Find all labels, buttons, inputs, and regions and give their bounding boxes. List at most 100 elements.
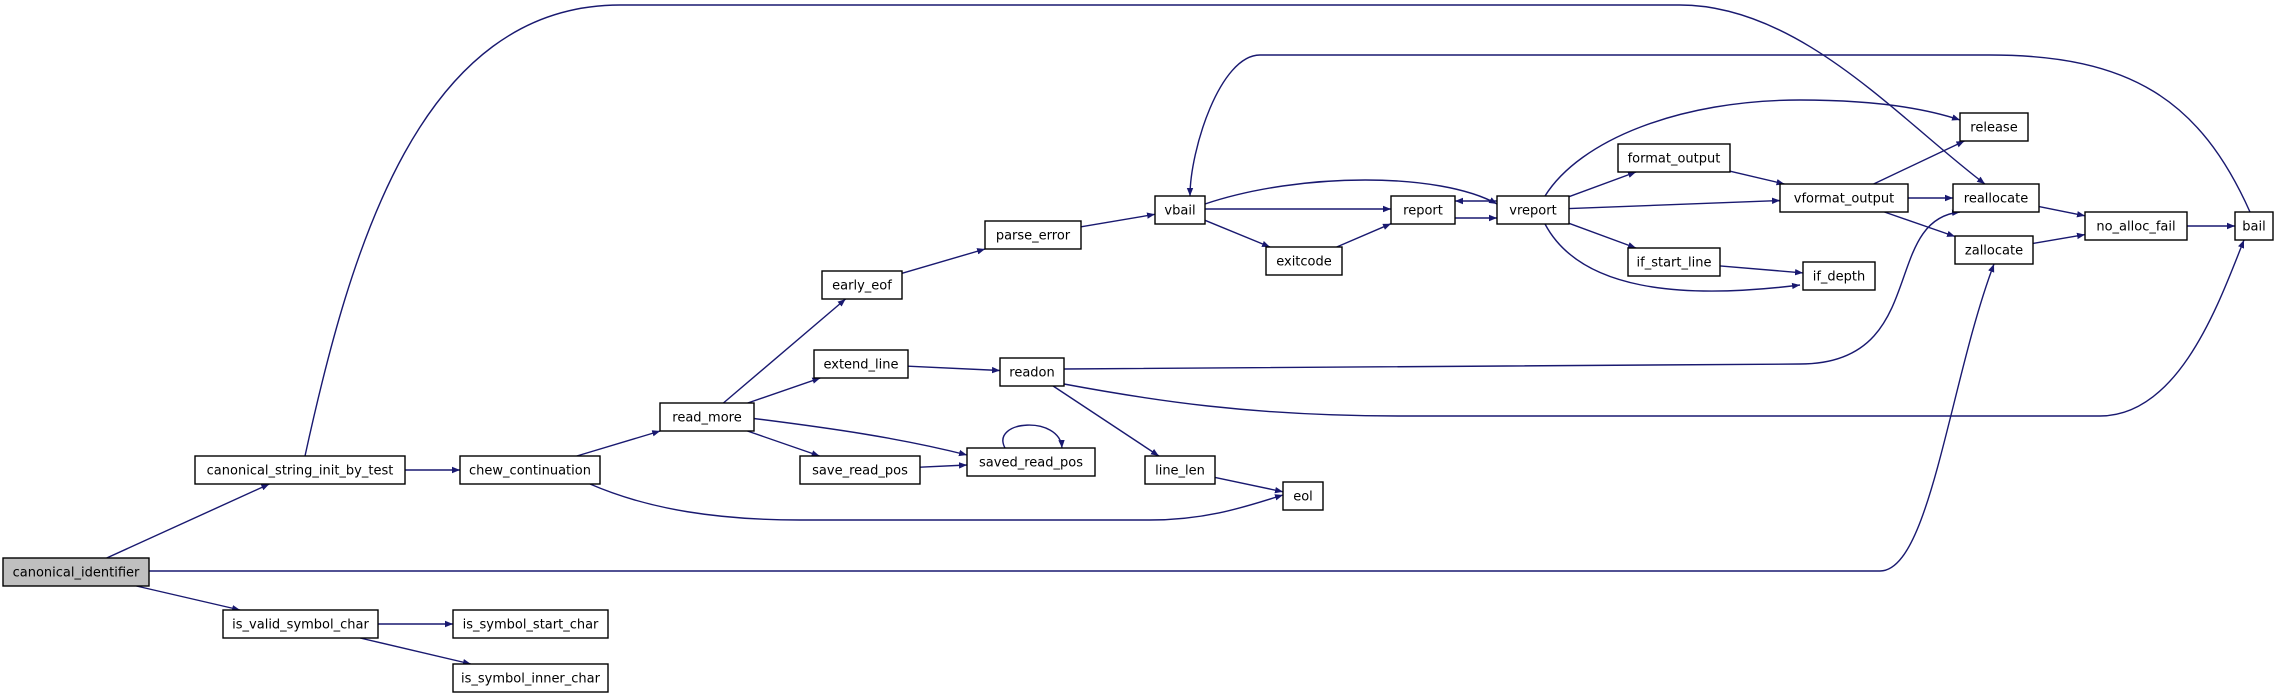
node-label: readon bbox=[1009, 366, 1054, 381]
node-chew_continuation[interactable]: chew_continuation bbox=[459, 455, 601, 485]
node-label: format_output bbox=[1628, 152, 1721, 167]
node-early_eof[interactable]: early_eof bbox=[821, 270, 903, 300]
node-box[interactable] bbox=[1954, 235, 2034, 265]
node-box[interactable] bbox=[1802, 261, 1876, 291]
edge-early_eof-to-parse_error bbox=[901, 248, 986, 274]
edge-extend_line-to-readon bbox=[907, 365, 1001, 374]
node-label: vformat_output bbox=[1794, 192, 1894, 207]
node-label: save_read_pos bbox=[812, 464, 908, 479]
node-box[interactable] bbox=[194, 455, 406, 485]
node-label: canonical_string_init_by_test bbox=[207, 464, 394, 479]
edge-readon-to-bail bbox=[1063, 239, 2245, 417]
edge-read_more-to-extend_line bbox=[747, 377, 821, 404]
node-box[interactable] bbox=[1496, 195, 1570, 225]
edge-vbail-to-vreport bbox=[1204, 179, 1498, 205]
edge-read_more-to-early_eof bbox=[722, 298, 847, 404]
node-vbail[interactable]: vbail bbox=[1154, 195, 1206, 225]
node-saved_read_pos[interactable]: saved_read_pos bbox=[966, 447, 1096, 477]
node-label: canonical_identifier bbox=[13, 566, 140, 581]
node-label: is_symbol_start_char bbox=[463, 618, 599, 633]
node-line_len[interactable]: line_len bbox=[1144, 455, 1216, 485]
edge-chew_continuation-to-eol bbox=[589, 483, 1284, 521]
edge-is_valid_symbol_char-to-is_symbol_inner_char bbox=[359, 637, 472, 666]
node-vformat_output[interactable]: vformat_output bbox=[1779, 183, 1909, 213]
node-box[interactable] bbox=[1627, 247, 1721, 277]
node-parse_error[interactable]: parse_error bbox=[984, 220, 1082, 250]
edge-canonical_string_init_by_test-to-reallocate bbox=[304, 4, 1986, 457]
node-read_more[interactable]: read_more bbox=[659, 402, 755, 432]
node-zallocate[interactable]: zallocate bbox=[1954, 235, 2034, 265]
node-box[interactable] bbox=[452, 609, 609, 639]
node-if_depth[interactable]: if_depth bbox=[1802, 261, 1876, 291]
node-label: vreport bbox=[1509, 204, 1556, 219]
edge-vreport-to-vformat_output bbox=[1568, 197, 1781, 210]
node-label: exitcode bbox=[1276, 255, 1332, 270]
node-box[interactable] bbox=[1959, 112, 2029, 142]
edge-canonical_identifier-to-zallocate bbox=[149, 263, 1995, 572]
node-release[interactable]: release bbox=[1959, 112, 2029, 142]
node-box[interactable] bbox=[2234, 211, 2274, 241]
edge-format_output-to-vformat_output bbox=[1729, 170, 1785, 186]
edge-read_more-to-saved_read_pos bbox=[749, 417, 968, 457]
node-box[interactable] bbox=[1617, 143, 1731, 173]
node-box[interactable] bbox=[813, 349, 909, 379]
edge-canonical_identifier-to-is_valid_symbol_char bbox=[136, 585, 241, 612]
node-box[interactable] bbox=[966, 447, 1096, 477]
node-label: is_symbol_inner_char bbox=[461, 672, 601, 687]
node-label: chew_continuation bbox=[469, 464, 591, 479]
node-box[interactable] bbox=[1779, 183, 1909, 213]
node-box[interactable] bbox=[799, 455, 921, 485]
node-box[interactable] bbox=[1144, 455, 1216, 485]
node-save_read_pos[interactable]: save_read_pos bbox=[799, 455, 921, 485]
node-is_symbol_start_char[interactable]: is_symbol_start_char bbox=[452, 609, 609, 639]
node-label: if_depth bbox=[1813, 270, 1866, 285]
node-exitcode[interactable]: exitcode bbox=[1265, 246, 1343, 276]
node-layer: canonical_identifier canonical_string_ini… bbox=[2, 112, 2274, 693]
node-if_start_line[interactable]: if_start_line bbox=[1627, 247, 1721, 277]
node-box[interactable] bbox=[1952, 183, 2040, 213]
node-box[interactable] bbox=[1265, 246, 1343, 276]
node-is_valid_symbol_char[interactable]: is_valid_symbol_char bbox=[222, 609, 379, 639]
node-box[interactable] bbox=[459, 455, 601, 485]
node-label: release bbox=[1970, 121, 2017, 136]
node-box[interactable] bbox=[2084, 211, 2188, 241]
node-eol[interactable]: eol bbox=[1282, 481, 1324, 511]
node-bail[interactable]: bail bbox=[2234, 211, 2274, 241]
node-canonical_identifier[interactable]: canonical_identifier bbox=[2, 557, 150, 587]
node-label: extend_line bbox=[823, 358, 898, 373]
node-format_output[interactable]: format_output bbox=[1617, 143, 1731, 173]
edge-zallocate-to-no_alloc_fail bbox=[2032, 232, 2086, 245]
node-label: early_eof bbox=[832, 279, 892, 294]
node-reallocate[interactable]: reallocate bbox=[1952, 183, 2040, 213]
node-box[interactable] bbox=[2, 557, 150, 587]
edge-chew_continuation-to-read_more bbox=[576, 430, 661, 457]
node-box[interactable] bbox=[821, 270, 903, 300]
node-no_alloc_fail[interactable]: no_alloc_fail bbox=[2084, 211, 2188, 241]
edge-parse_error-to-vbail bbox=[1080, 212, 1156, 228]
node-label: report bbox=[1403, 204, 1443, 219]
node-extend_line[interactable]: extend_line bbox=[813, 349, 909, 379]
node-canonical_string_init_by_test[interactable]: canonical_string_init_by_test bbox=[194, 455, 406, 485]
node-box[interactable] bbox=[222, 609, 379, 639]
node-box[interactable] bbox=[452, 663, 609, 693]
node-vreport[interactable]: vreport bbox=[1496, 195, 1570, 225]
node-report[interactable]: report bbox=[1390, 195, 1456, 225]
node-box[interactable] bbox=[1154, 195, 1206, 225]
edge-if_start_line-to-if_depth bbox=[1719, 265, 1804, 276]
node-label: no_alloc_fail bbox=[2096, 220, 2175, 235]
node-readon[interactable]: readon bbox=[999, 357, 1065, 387]
node-is_symbol_inner_char[interactable]: is_symbol_inner_char bbox=[452, 663, 609, 693]
node-box[interactable] bbox=[1390, 195, 1456, 225]
node-box[interactable] bbox=[984, 220, 1082, 250]
edge-readon-to-line_len bbox=[1052, 385, 1160, 457]
edge-vformat_output-to-zallocate bbox=[1884, 211, 1956, 238]
edge-vreport-to-if_depth bbox=[1544, 223, 1801, 292]
node-box[interactable] bbox=[659, 402, 755, 432]
node-box[interactable] bbox=[999, 357, 1065, 387]
edge-vbail-to-exitcode bbox=[1204, 219, 1271, 248]
node-box[interactable] bbox=[1282, 481, 1324, 511]
edge-vreport-to-format_output bbox=[1568, 171, 1637, 198]
node-label: saved_read_pos bbox=[979, 456, 1083, 471]
edge-read_more-to-save_read_pos bbox=[747, 430, 820, 457]
